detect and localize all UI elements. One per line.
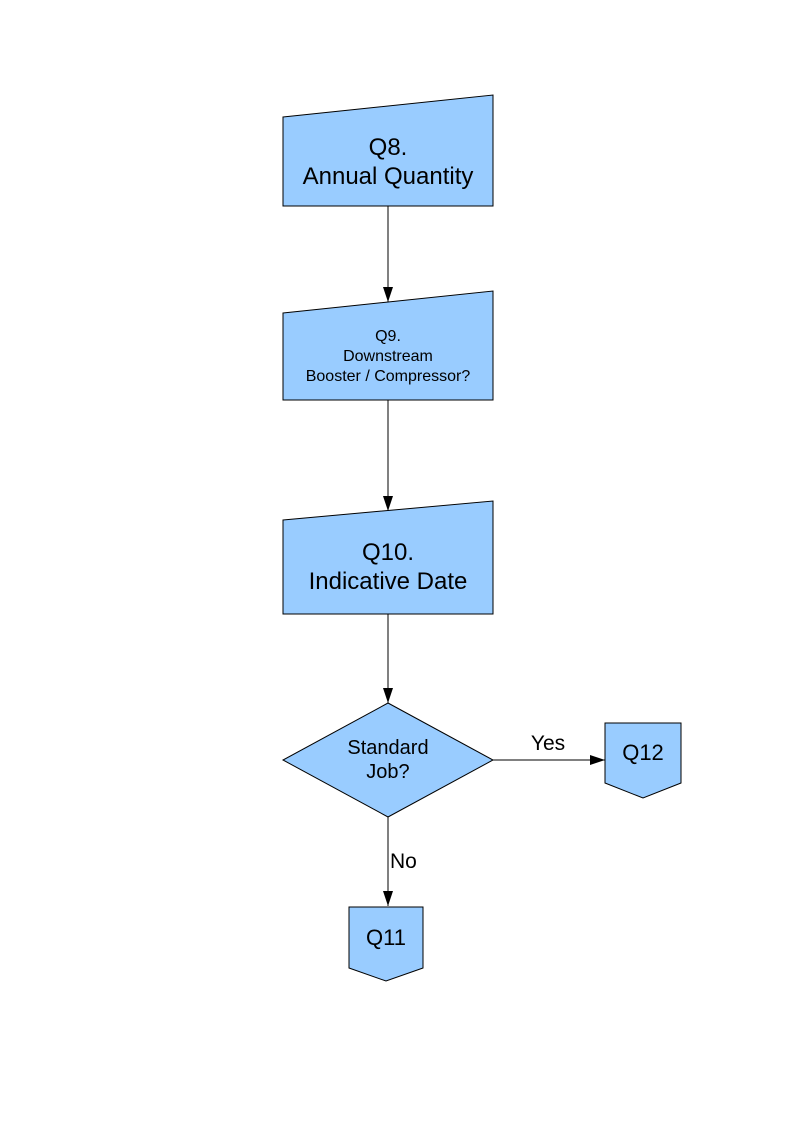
node-q11-shape bbox=[348, 906, 424, 982]
node-standard-job-label: Standard Job? bbox=[347, 737, 429, 783]
edge-no-label: No bbox=[390, 850, 417, 873]
node-q11-label: Q11 bbox=[366, 924, 406, 950]
node-q10-shape bbox=[282, 500, 494, 615]
edge-yes-label: Yes bbox=[530, 732, 566, 755]
node-q12-shape bbox=[604, 722, 682, 799]
node-q8-label: Q8. Annual Quantity bbox=[302, 133, 474, 190]
node-q8-shape bbox=[282, 94, 494, 207]
node-q9-label: Q9. Downstream Booster / Compressor? bbox=[305, 327, 471, 385]
node-q10-label: Q10. Indicative Date bbox=[308, 539, 468, 595]
node-q9-shape bbox=[282, 290, 494, 401]
node-q12-label: Q12 bbox=[622, 740, 664, 765]
